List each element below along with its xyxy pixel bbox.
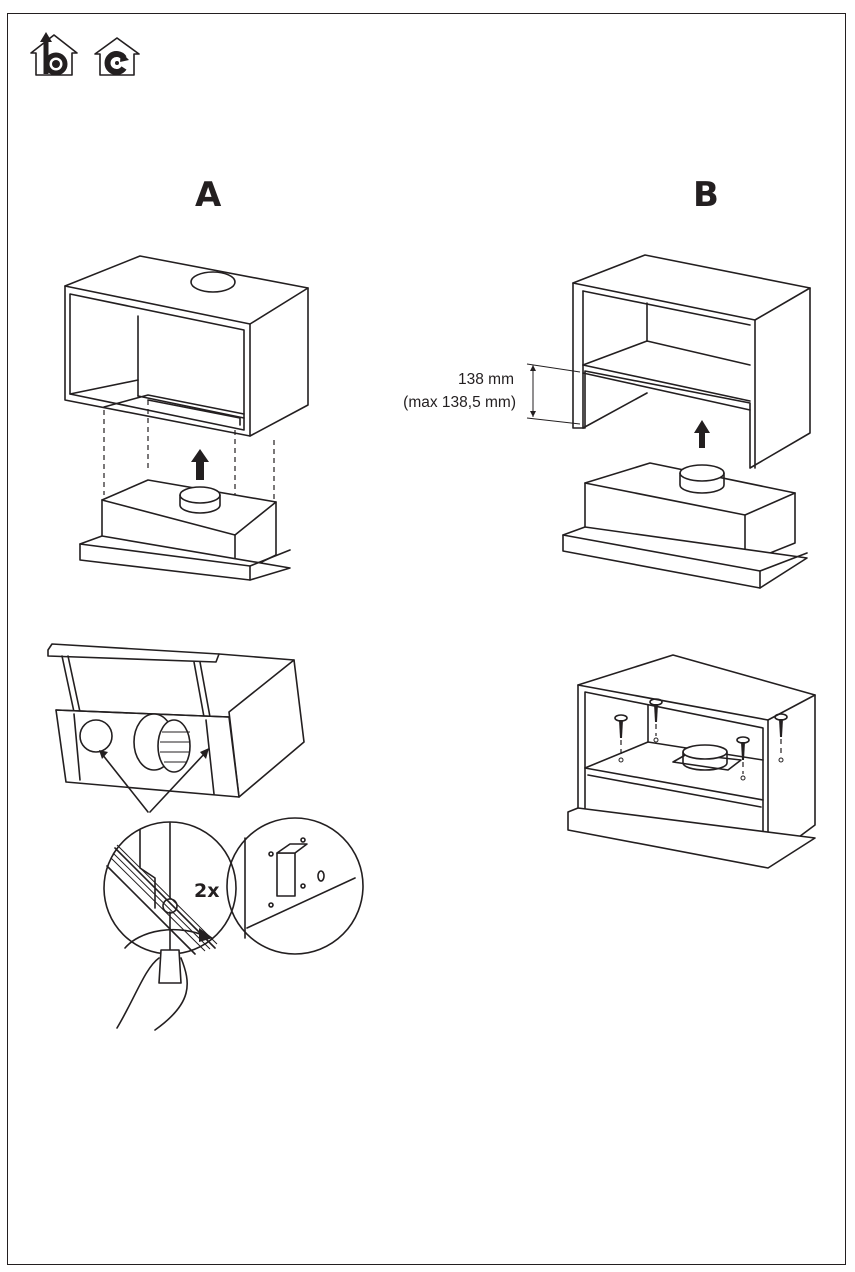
- dimension-arrow: [526, 363, 581, 425]
- screw-icon: [614, 714, 628, 763]
- section-label-b: B: [693, 175, 719, 215]
- cabinet-with-hood-insertion: [64, 255, 309, 581]
- dimension-value: 138 mm: [458, 371, 514, 388]
- recirculation-mode-icon: [94, 37, 140, 76]
- page-frame: [7, 13, 846, 1265]
- ducted-extraction-mode-icon: [30, 32, 78, 76]
- dimension-max: (max 138,5 mm): [403, 394, 516, 411]
- section-label-a: A: [195, 175, 222, 215]
- screw-icon: [649, 698, 663, 743]
- screw-count-label: 2x: [194, 880, 220, 902]
- hood-open-view: [47, 643, 305, 813]
- cabinet-with-shelf-insertion: [562, 254, 811, 589]
- bracket-screw-detail: [103, 817, 364, 1031]
- screw-fixing-diagram: [567, 654, 816, 869]
- screw-icon: [774, 713, 788, 763]
- screw-icon: [736, 736, 750, 781]
